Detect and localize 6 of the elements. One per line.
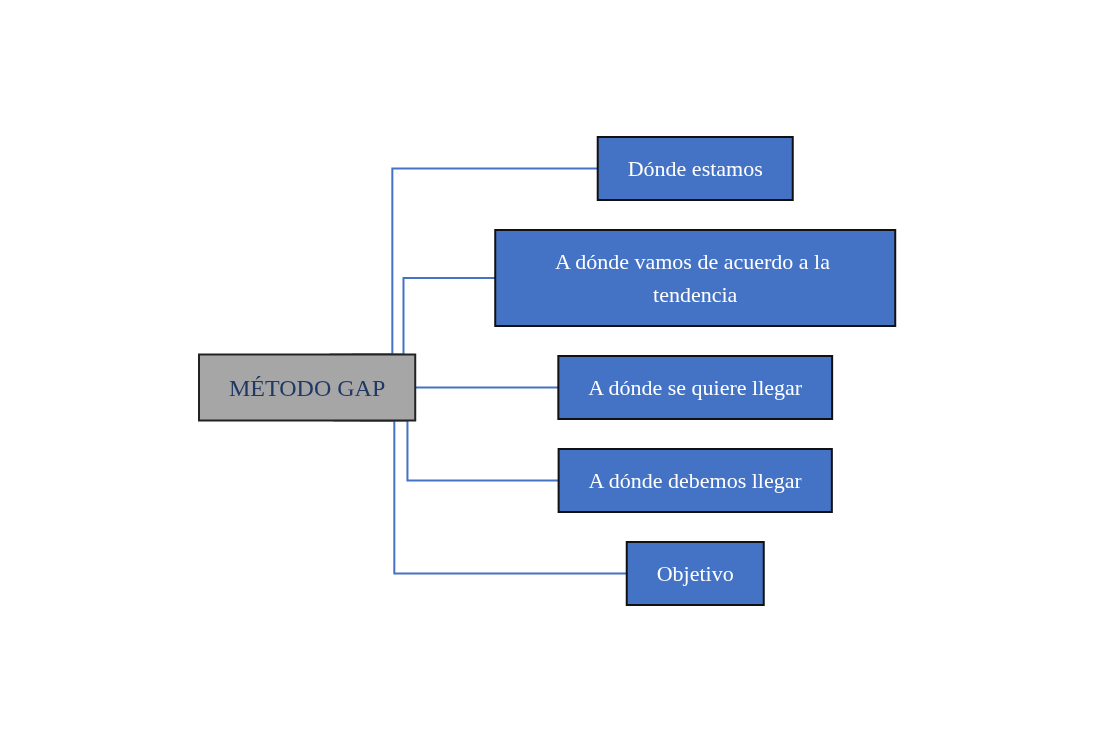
node-box: Dónde estamos bbox=[597, 136, 795, 201]
node-box: Objetivo bbox=[626, 541, 766, 606]
node-box: A dónde se quiere llegar bbox=[557, 355, 834, 420]
node-box: MÉTODO GAP bbox=[198, 353, 417, 422]
node-box: A dónde vamos de acuerdo a la tendencia bbox=[494, 229, 897, 327]
node-box: A dónde debemos llegar bbox=[558, 448, 834, 513]
